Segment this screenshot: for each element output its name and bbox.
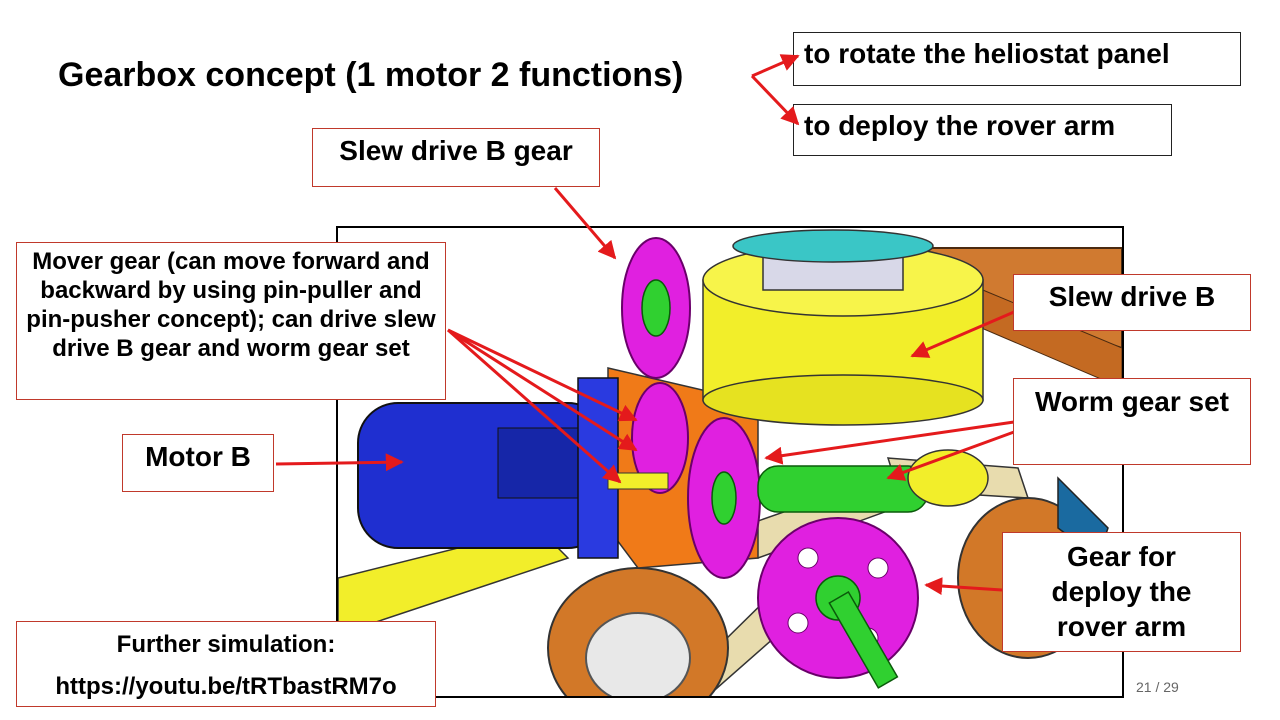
further-simulation-box: Further simulation: https://youtu.be/tRT… [16, 621, 436, 707]
function-deploy-arm: to deploy the rover arm [793, 104, 1172, 156]
arrow-to-function-2 [750, 74, 800, 126]
label-worm-gear-set: Worm gear set [1013, 378, 1251, 465]
label-worm-gear-set-text: Worm gear set [1035, 386, 1229, 417]
label-slew-drive-b-gear-text: Slew drive B gear [339, 135, 573, 166]
arrow-to-function-1 [751, 54, 800, 78]
further-simulation-heading: Further simulation: [116, 631, 336, 658]
label-motor-b: Motor B [122, 434, 274, 492]
label-slew-drive-b-gear: Slew drive B gear [312, 128, 600, 187]
label-slew-drive-b-text: Slew drive B [1048, 281, 1216, 312]
label-mover-gear-text: Mover gear (can move forward and backwar… [26, 248, 436, 362]
label-gear-deploy-arm: Gear for deploy the rover arm [1002, 532, 1241, 652]
function-rotate-heliostat-text: to rotate the heliostat panel [804, 38, 1170, 69]
function-rotate-heliostat: to rotate the heliostat panel [793, 32, 1241, 86]
label-motor-b-text: Motor B [145, 441, 251, 472]
page-number: 21 / 29 [1136, 679, 1179, 695]
label-gear-deploy-arm-text: Gear for deploy the rover arm [1051, 541, 1192, 642]
label-slew-drive-b: Slew drive B [1013, 274, 1251, 331]
slide-title: Gearbox concept (1 motor 2 functions) [58, 56, 684, 94]
further-simulation-link[interactable]: https://youtu.be/tRTbastRM7o [55, 673, 397, 700]
function-deploy-arm-text: to deploy the rover arm [804, 110, 1116, 141]
label-mover-gear: Mover gear (can move forward and backwar… [16, 242, 446, 400]
